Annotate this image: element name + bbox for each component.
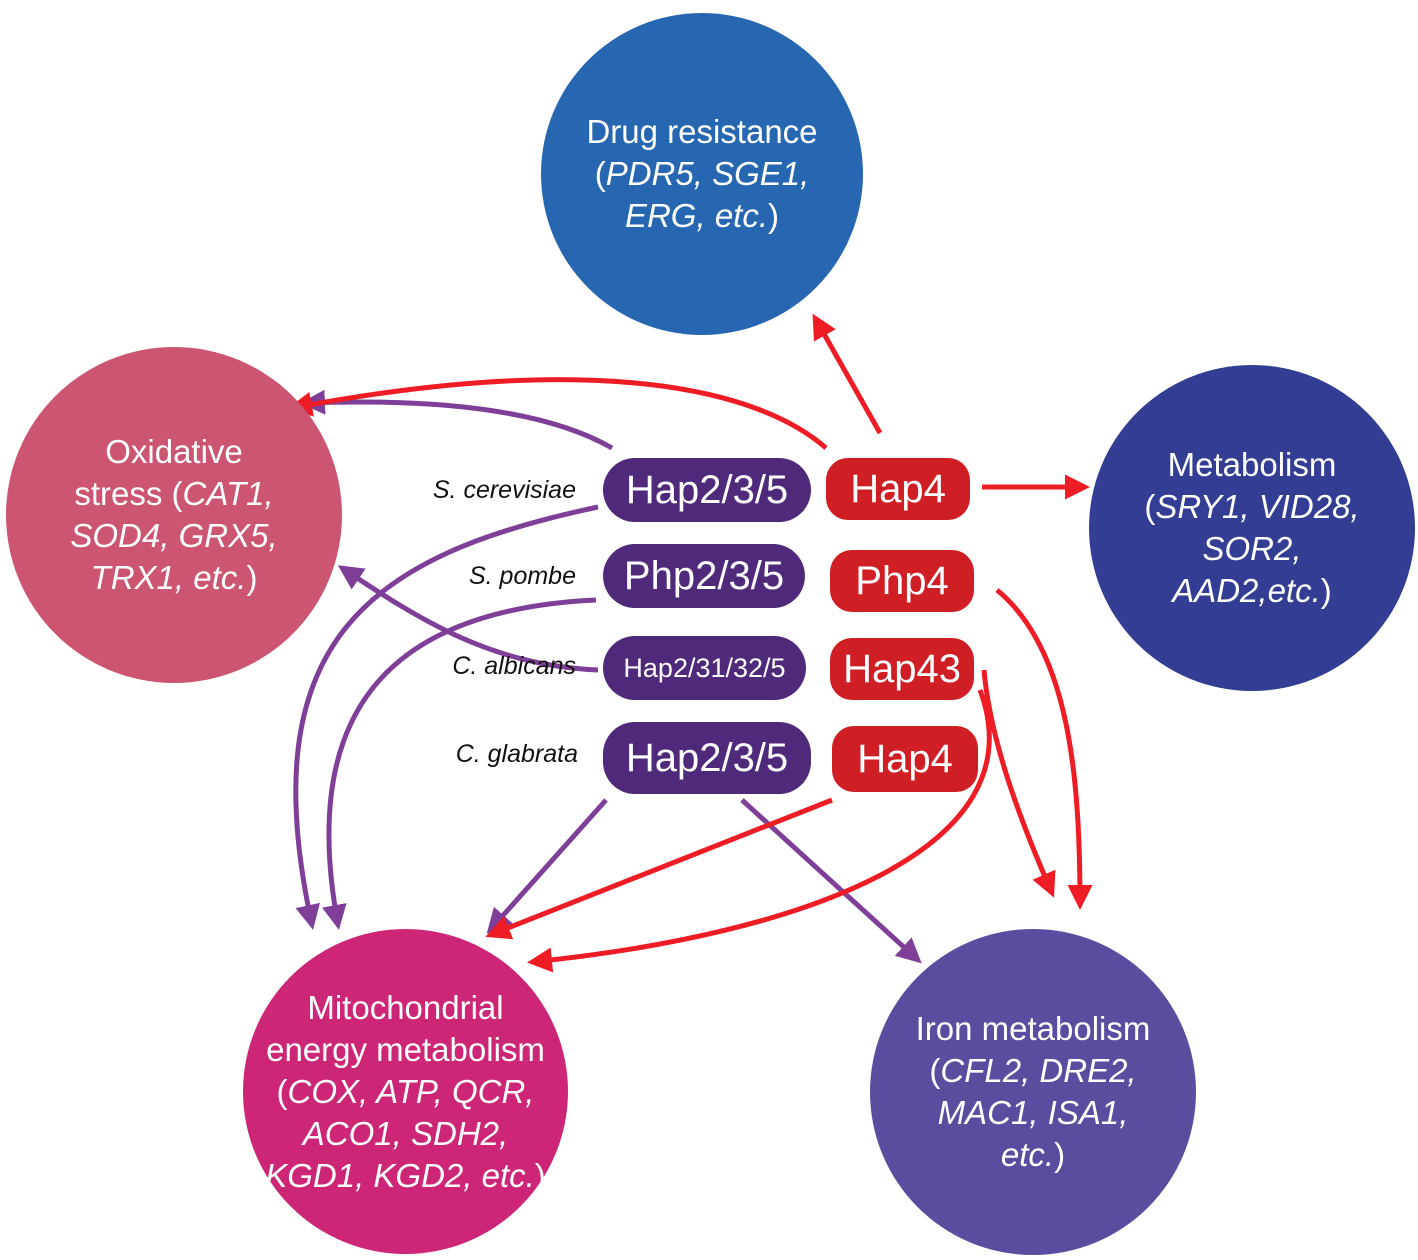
complex-pill-c-albicans: Hap2/31/32/5 [603, 636, 806, 700]
mito-genes-2: ACO1, SDH2, [302, 1114, 509, 1152]
mito-title: Mitochondrial [307, 988, 504, 1026]
arrow-hap4-to-oxidative [287, 377, 828, 450]
species-label-s-pombe: S. pombe [468, 562, 576, 590]
activator-pill-s-cerevisiae: Hap4 [826, 458, 970, 520]
complex-pill-s-pombe: Php2/3/5 [603, 544, 805, 608]
iron-genes-2: MAC1, ISA1, [937, 1094, 1129, 1131]
oxidative-genes-3: TRX1, etc. [90, 559, 247, 596]
oxidative-title: Oxidative [105, 433, 243, 470]
mitochondrial-circle: Mitochondrial energy metabolism (COX, AT… [243, 929, 568, 1254]
drug-resistance-genes: PDR5, SGE1, [605, 155, 810, 192]
metabolism-genes-2: SOR2, [1202, 530, 1302, 567]
arrow-hap43-to-iron [981, 669, 1056, 898]
iron-title: Iron metabolism [915, 1010, 1151, 1047]
metabolism-genes-1: SRY1, VID28, [1155, 488, 1360, 525]
species-label-c-albicans: C. albicans [452, 652, 576, 680]
mito-title-2: energy metabolism [266, 1030, 545, 1068]
metabolism-circle: Metabolism (SRY1, VID28, SOR2, AAD2,etc.… [1089, 365, 1415, 691]
drug-resistance-title: Drug resistance [586, 113, 818, 150]
iron-metabolism-circle: Iron metabolism (CFL2, DRE2, MAC1, ISA1,… [870, 929, 1196, 1255]
iron-genes-1: CFL2, DRE2, [940, 1052, 1137, 1089]
arrow-hap2315-to-oxidative [337, 565, 599, 673]
complex-pill-c-glabrata: Hap2/3/5 [603, 722, 811, 794]
species-label-c-glabrata: C. glabrata [455, 740, 578, 768]
metabolism-genes-3: AAD2,etc. [1172, 572, 1321, 609]
arrow-hap235-sc-to-mito [293, 504, 599, 930]
oxidative-stress-circle: Oxidative stress (CAT1, SOD4, GRX5, TRX1… [6, 347, 342, 683]
iron-genes-3: etc. [1000, 1136, 1055, 1173]
arrow-php235-to-mito [322, 597, 597, 930]
arrow-php4-to-iron [995, 588, 1093, 910]
arrow-hap235-cg-to-iron [740, 798, 922, 964]
arrow-hap43-to-mito [527, 689, 992, 973]
species-label-s-cerevisiae: S. cerevisiae [432, 476, 576, 504]
arrow-hap4-to-drug [812, 313, 883, 435]
activator-pill-s-pombe: Php4 [830, 550, 974, 612]
activator-pill-c-glabrata: Hap4 [832, 726, 978, 792]
oxidative-title-2: stress [74, 475, 163, 512]
arrow-hap4-cg-to-mito [485, 797, 833, 940]
oxidative-genes-2: SOD4, GRX5, [70, 517, 278, 554]
complex-pill-s-cerevisiae: Hap2/3/5 [603, 458, 811, 522]
metabolism-title: Metabolism [1167, 446, 1337, 483]
mito-genes-3: KGD1, KGD2, etc. [265, 1156, 535, 1194]
mito-genes-1: COX, ATP, QCR, [287, 1072, 535, 1110]
arrow-hap235-sc-to-oxidative [300, 389, 614, 451]
oxidative-genes-1: CAT1, [182, 475, 274, 512]
activator-pill-c-albicans: Hap43 [830, 638, 974, 700]
drug-resistance-genes-2: ERG, etc. [624, 197, 769, 234]
drug-resistance-circle: Drug resistance (PDR5, SGE1, ERG, etc.) [541, 13, 863, 335]
arrow-hap235-cg-to-mito [486, 798, 608, 934]
